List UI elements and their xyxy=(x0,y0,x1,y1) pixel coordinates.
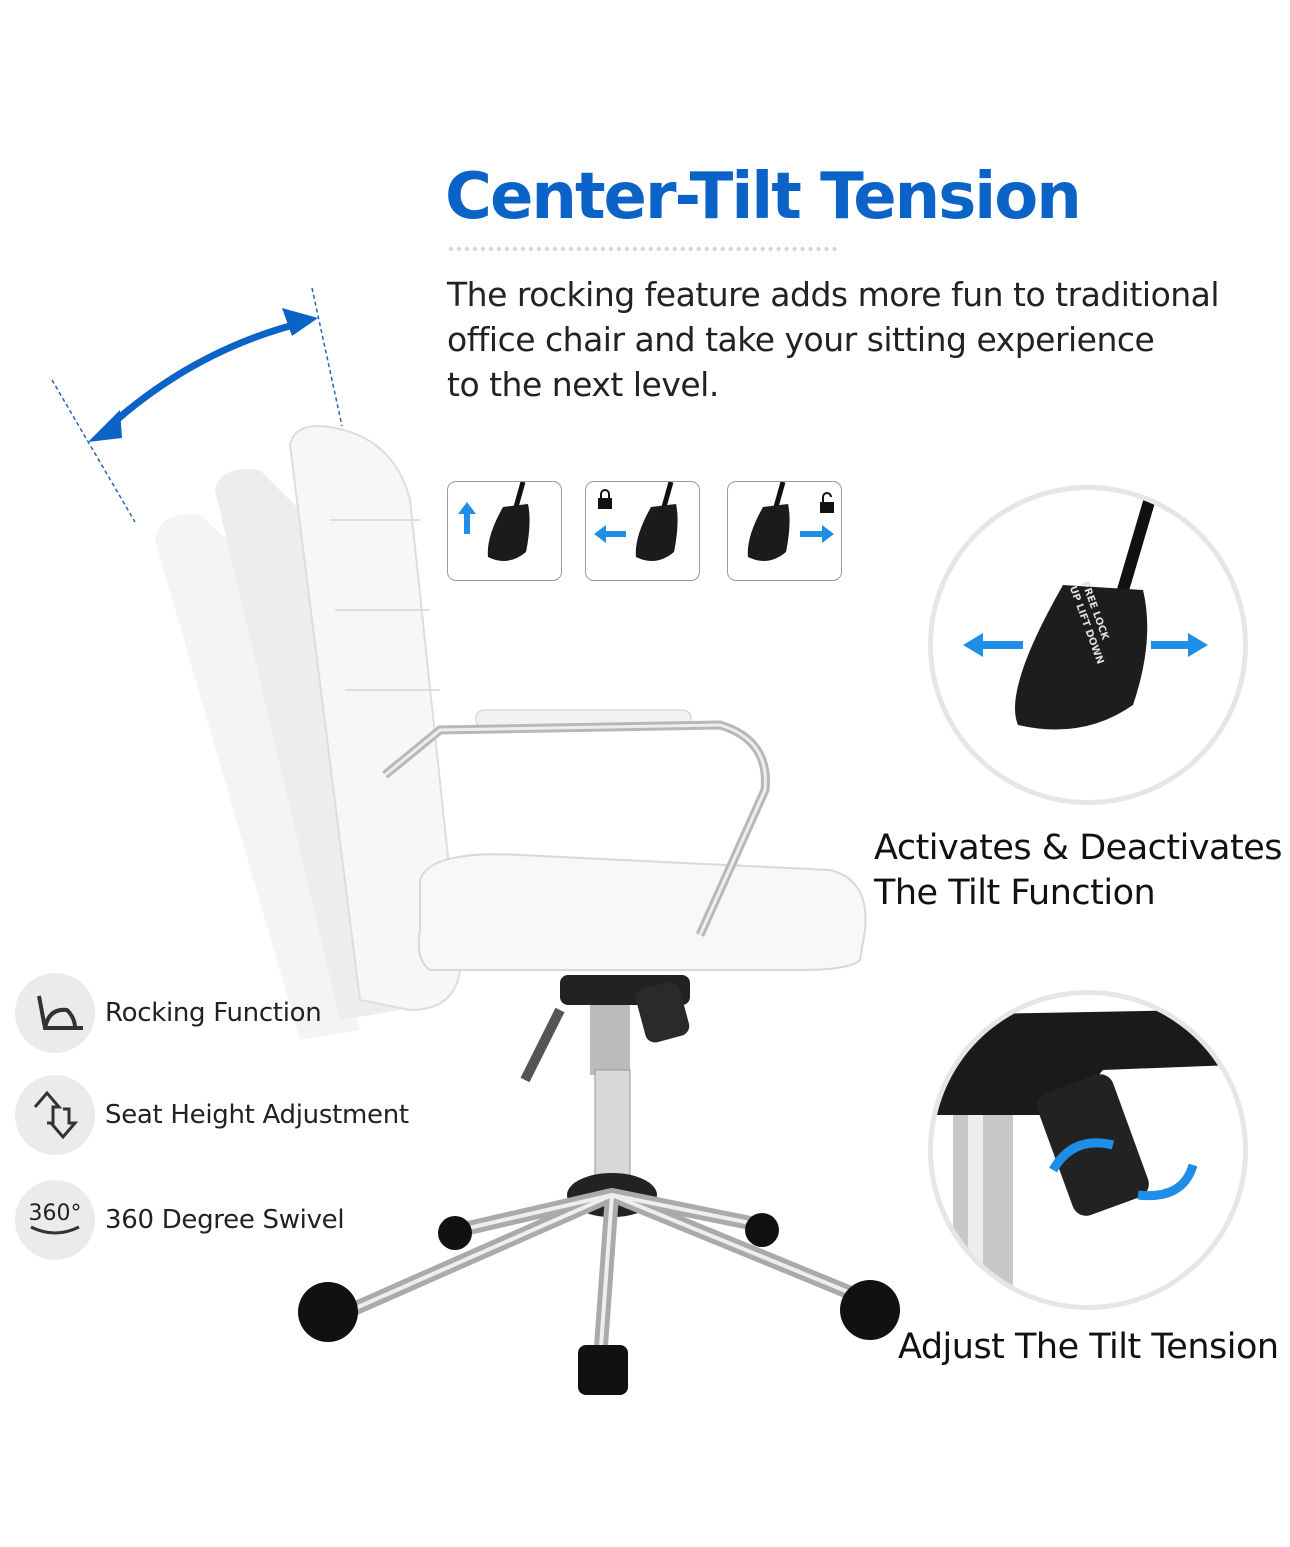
description: The rocking feature adds more fun to tra… xyxy=(447,272,1247,407)
feature-seat-height: Seat Height Adjustment xyxy=(15,1075,409,1155)
caption-line: The Tilt Function xyxy=(874,873,1156,913)
description-line: The rocking feature adds more fun to tra… xyxy=(447,275,1220,314)
rocking-icon xyxy=(15,973,95,1053)
swivel-icon-text: 360° xyxy=(28,1201,82,1226)
feature-swivel: 360° 360 Degree Swivel xyxy=(15,1180,345,1260)
feature-label: Rocking Function xyxy=(105,998,322,1028)
arrow-up-icon xyxy=(458,502,476,534)
height-arrows-icon xyxy=(15,1075,95,1155)
tilt-tension-caption: Adjust The Tilt Tension xyxy=(898,1327,1279,1367)
page-title: Center-Tilt Tension xyxy=(445,160,1082,234)
tilt-handle-icon xyxy=(487,504,530,561)
office-chair-image xyxy=(51,287,900,1395)
feature-rocking: Rocking Function xyxy=(15,973,322,1053)
caption-line: Activates & Deactivates xyxy=(874,828,1283,868)
arrow-left-icon xyxy=(963,633,1023,657)
arrow-right-icon xyxy=(1151,633,1208,657)
step-unlock-handle xyxy=(727,481,842,581)
feature-label: Seat Height Adjustment xyxy=(105,1100,409,1130)
description-line: to the next level. xyxy=(447,365,719,404)
description-line: office chair and take your sitting exper… xyxy=(447,320,1155,359)
rotate-arrows-icon xyxy=(1049,1138,1198,1201)
rocking-arc-icon xyxy=(51,287,343,523)
feature-label: 360 Degree Swivel xyxy=(105,1205,345,1235)
swivel-360-icon: 360° xyxy=(15,1180,95,1260)
arrow-right-icon xyxy=(800,525,834,543)
step-lock-handle xyxy=(585,481,700,581)
tilt-handle-closeup: FREE LOCK UP LIFT DOWN xyxy=(928,485,1248,805)
lock-open-icon xyxy=(820,492,834,513)
dotted-divider xyxy=(449,247,837,251)
lock-closed-icon xyxy=(598,489,612,509)
tilt-function-caption: Activates & Deactivates The Tilt Functio… xyxy=(874,826,1283,916)
arrow-left-icon xyxy=(594,525,626,543)
step-lift-handle xyxy=(447,481,562,581)
tension-knob-closeup xyxy=(928,990,1248,1310)
